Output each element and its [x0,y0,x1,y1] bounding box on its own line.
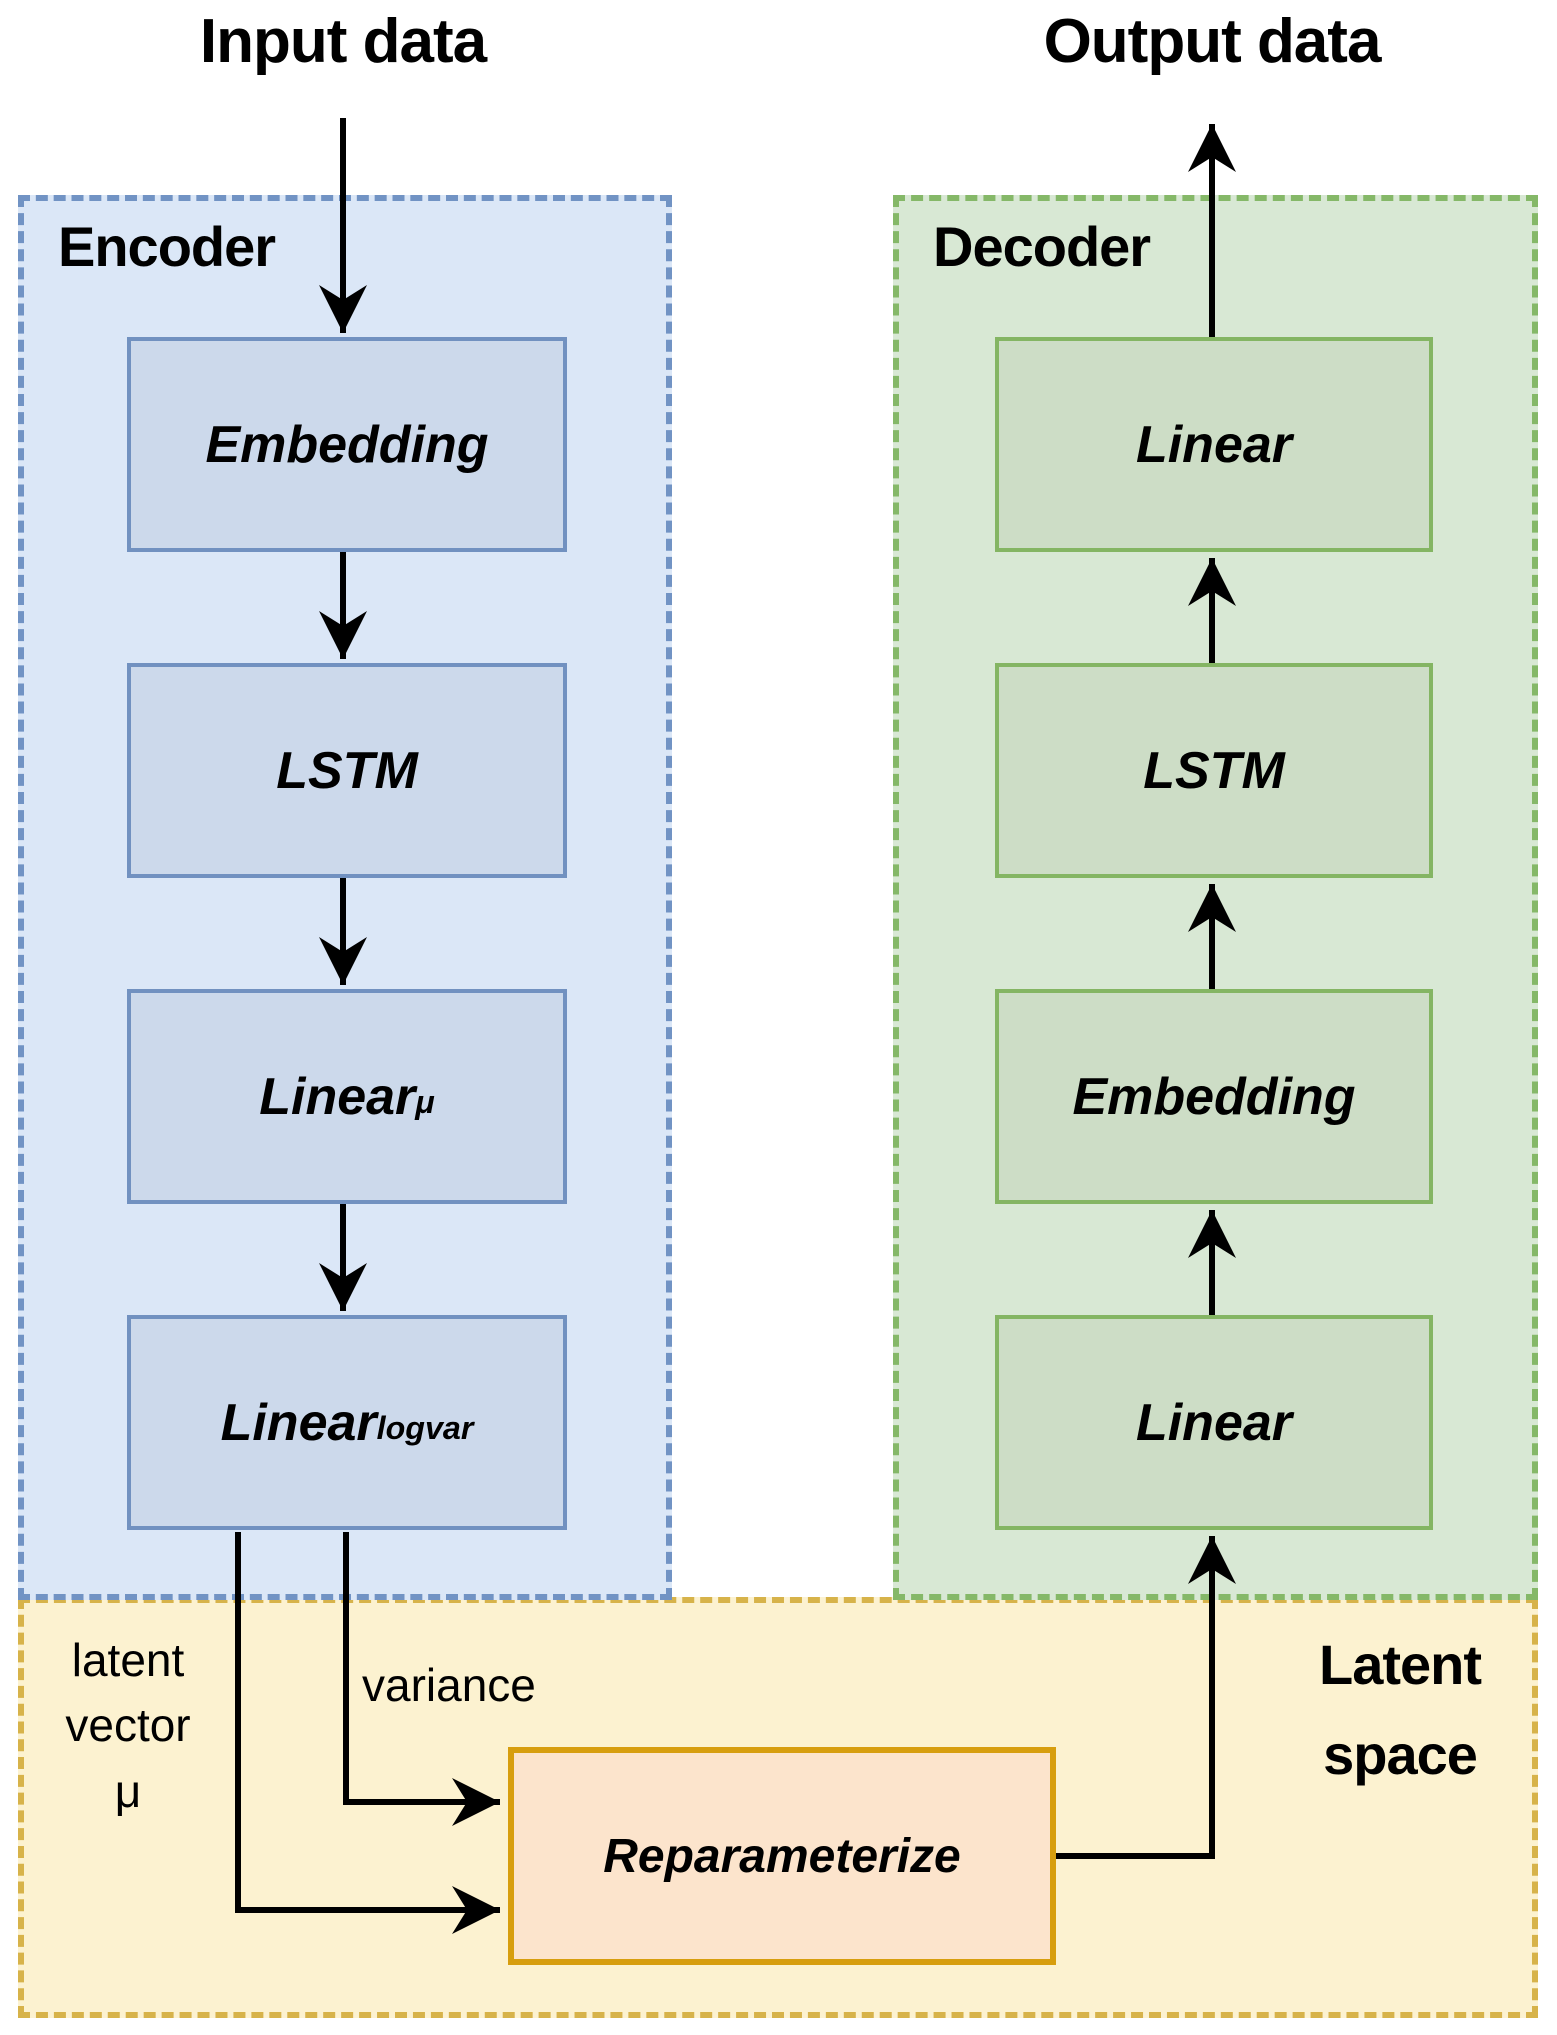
encoder-box-embedding: Embedding [127,337,567,552]
decoder-box-lstm-label: LSTM [1143,741,1285,800]
decoder-box-embedding-label: Embedding [1072,1067,1356,1126]
encoder-box-lstm-label: LSTM [276,741,418,800]
reparameterize-label: Reparameterize [603,1829,961,1883]
decoder-box-linear-top-label: Linear [1135,415,1293,474]
variance-label: variance [362,1659,536,1711]
encoder-box-linear-logvar-label: Linear [220,1393,377,1452]
decoder-box-linear-bottom-label: Linear [1135,1393,1293,1452]
decoder-title: Decoder [933,215,1151,278]
latent-vector-mu-label-line2: vector [65,1699,191,1752]
encoder-box-lstm: LSTM [127,663,567,878]
input-data-label: Input data [199,7,487,76]
decoder-box-linear-bottom: Linear [995,1315,1433,1530]
encoder-title: Encoder [58,215,276,278]
latent-vector-mu-label-line1: latent [71,1634,185,1686]
decoder-box-embedding: Embedding [995,989,1433,1204]
latent-space-title-line1: Latent [1319,1633,1482,1696]
output-data-label: Output data [1043,7,1382,76]
encoder-box-embedding-label: Embedding [205,415,489,474]
latent-space-title: Latent space [1290,1620,1510,1799]
reparameterize-box: Reparameterize [508,1747,1056,1965]
decoder-box-linear-top: Linear [995,337,1433,552]
latent-space-title-line2: space [1323,1722,1478,1786]
latent-vector-mu-label-line3: μ [114,1764,142,1817]
encoder-box-linear-mu-label: Linear [259,1067,416,1126]
decoder-box-lstm: LSTM [995,663,1433,878]
latent-vector-mu-label: latent vector μ [28,1628,228,1824]
